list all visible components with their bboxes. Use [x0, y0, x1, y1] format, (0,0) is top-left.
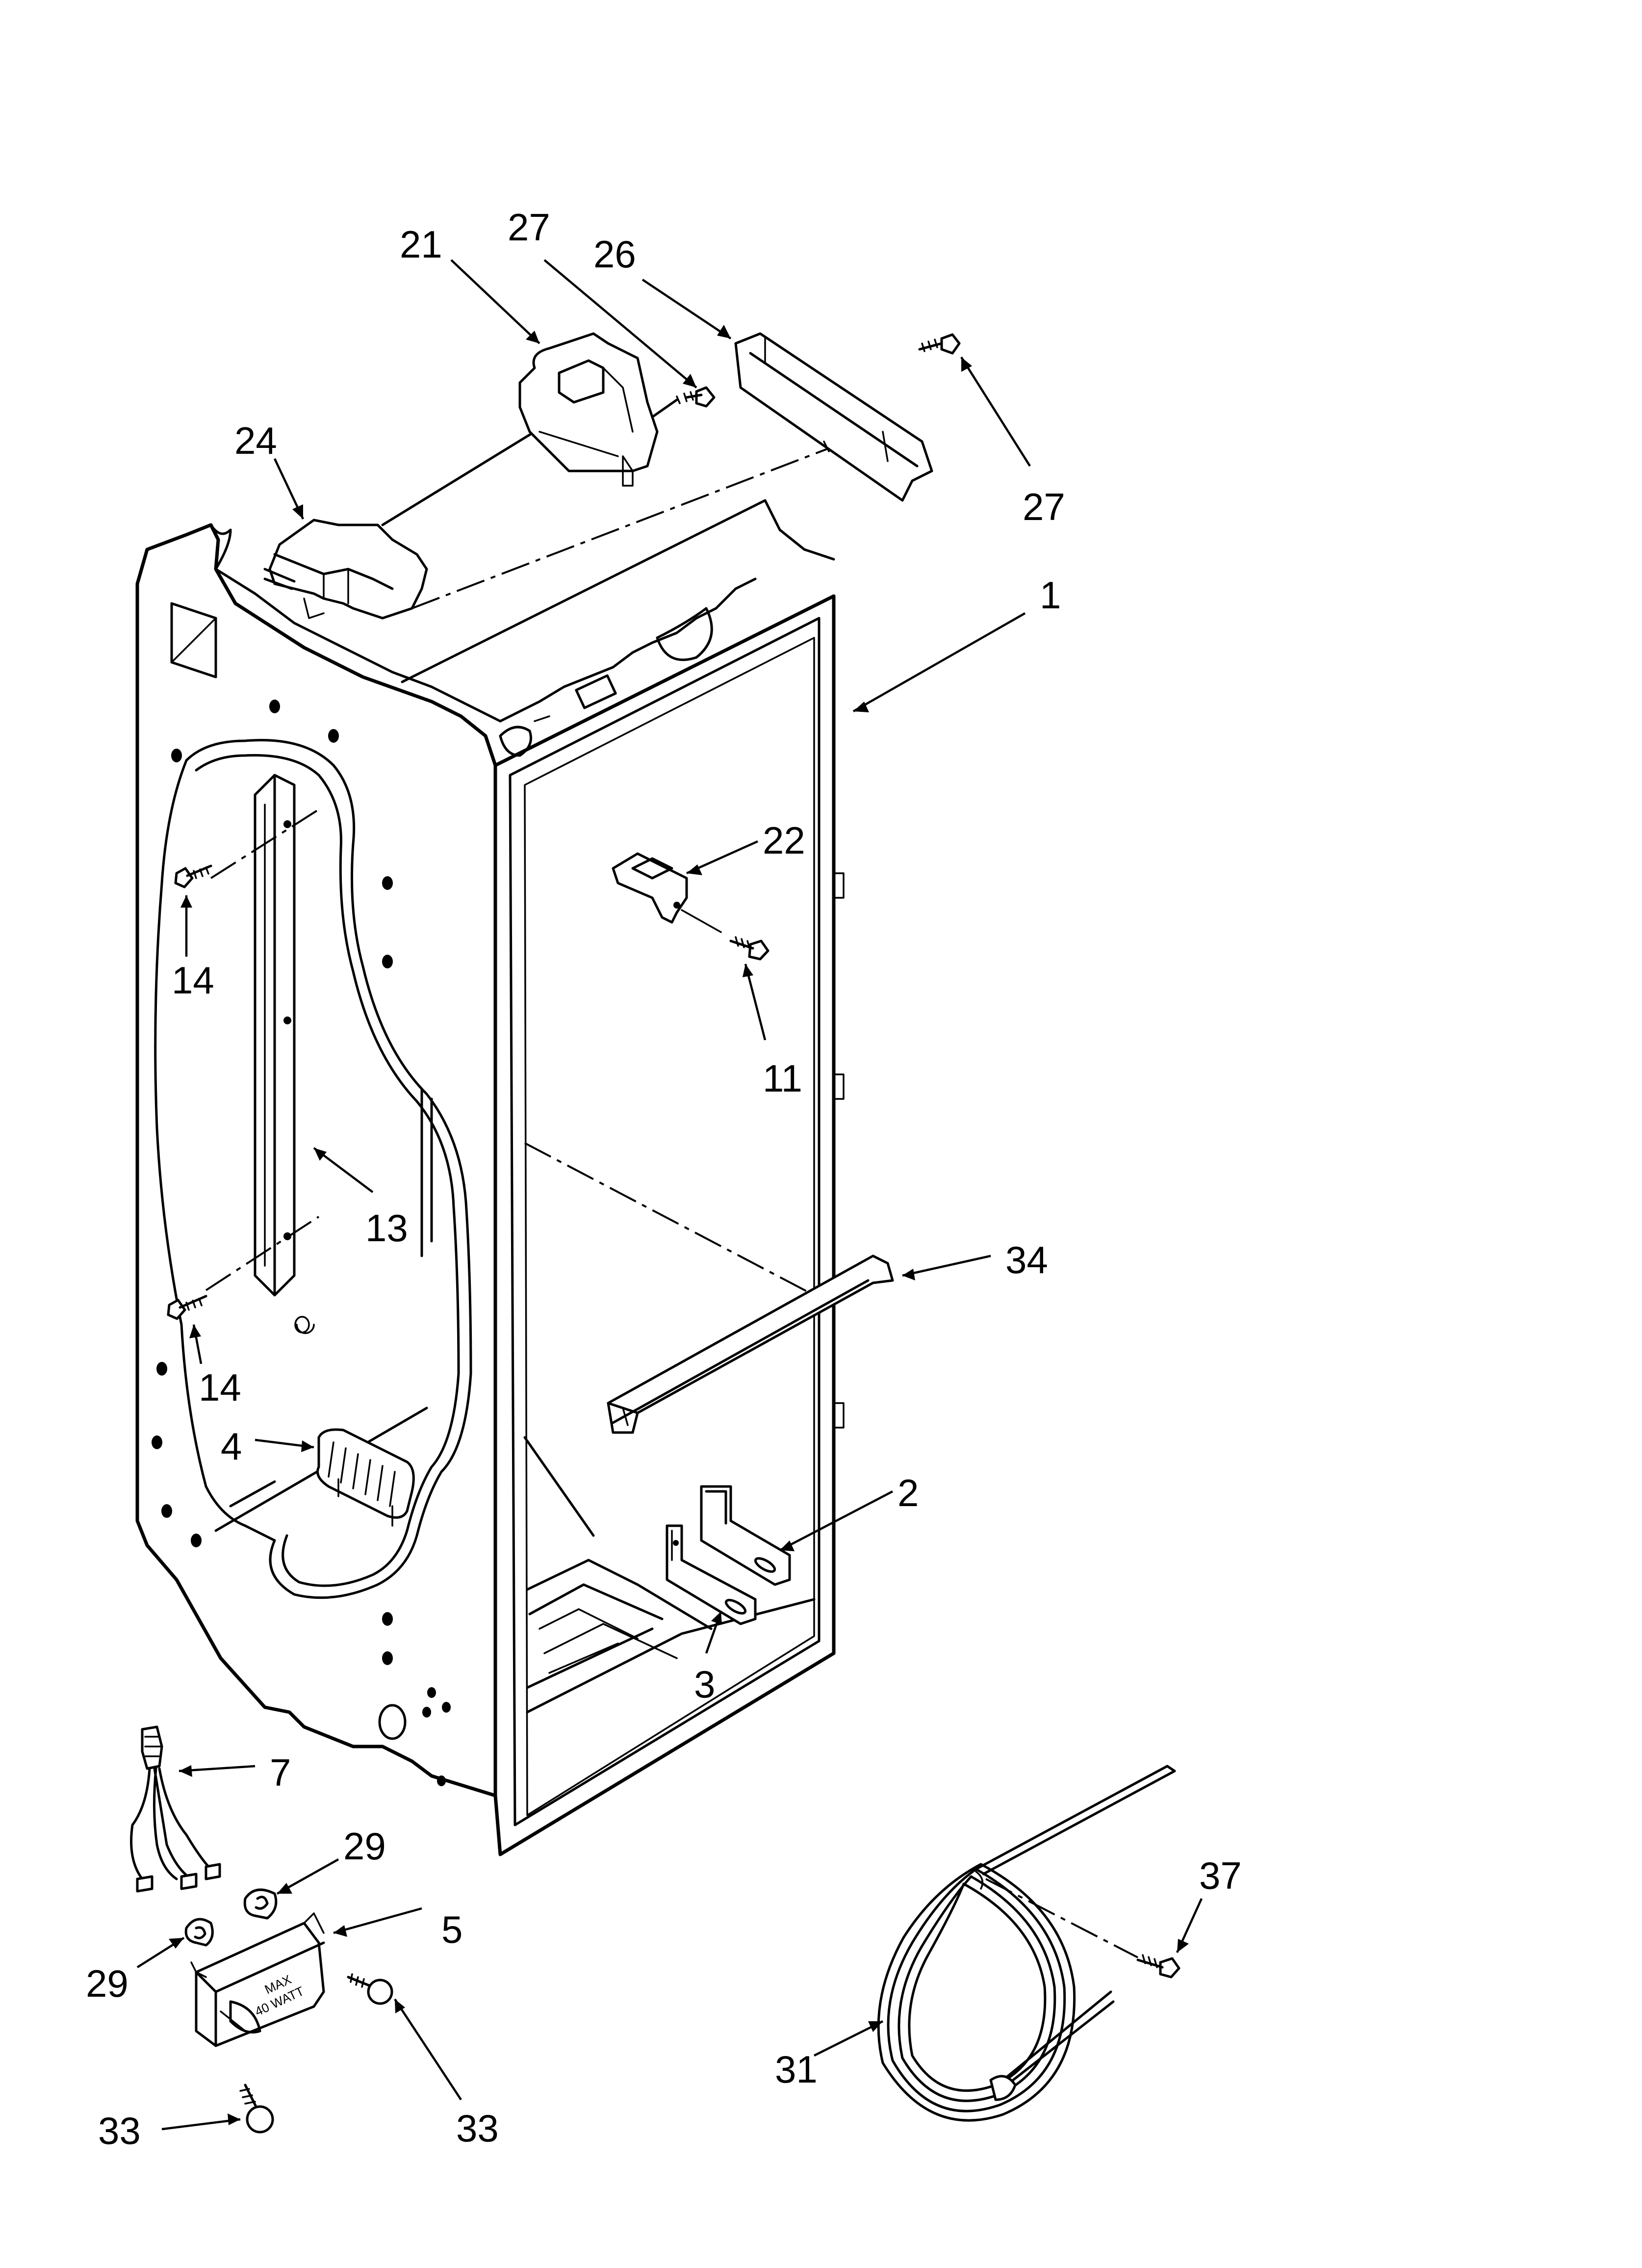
wire-harness-7 — [130, 1725, 221, 1893]
callout-14: 14 — [172, 959, 214, 1002]
callout-1: 1 — [1040, 574, 1061, 617]
light-housing-5: MAX 40 WATT — [190, 1912, 325, 2047]
callout-24: 24 — [234, 419, 277, 462]
bumper-33-left — [239, 2084, 274, 2134]
callout-33: 33 — [456, 2107, 499, 2150]
callout-31: 31 — [775, 2048, 818, 2091]
callout-21: 21 — [400, 223, 442, 266]
screw-11 — [729, 936, 770, 961]
housing-24 — [263, 430, 834, 620]
callout-33: 33 — [98, 2109, 141, 2152]
leader-lines — [136, 259, 1203, 2131]
callout-5: 5 — [441, 1908, 462, 1951]
screw-14-lower — [167, 1295, 207, 1320]
callout-22: 22 — [763, 819, 805, 862]
callout-27: 27 — [508, 206, 550, 249]
callout-37: 37 — [1199, 1854, 1242, 1897]
clip-29-upper — [243, 1888, 278, 1920]
bracket-26 — [734, 332, 933, 502]
bracket-3 — [666, 1524, 757, 1625]
callout-3: 3 — [694, 1663, 715, 1706]
callout-29: 29 — [343, 1825, 386, 1868]
callout-11: 11 — [763, 1057, 802, 1100]
cross-brace-34 — [607, 1254, 894, 1434]
cabinet-liner — [135, 499, 845, 1856]
clip-29-lower — [184, 1918, 214, 1947]
callout-7: 7 — [270, 1751, 291, 1794]
callout-2: 2 — [898, 1471, 919, 1514]
callout-14: 14 — [199, 1366, 241, 1409]
callout-26: 26 — [593, 233, 636, 276]
shelf-rail-13 — [205, 774, 320, 1297]
screw-37 — [1136, 1954, 1180, 1979]
screw-14-upper — [174, 864, 212, 888]
tubing-31 — [877, 1765, 1176, 2122]
bracket-22 — [612, 852, 722, 933]
callout-4: 4 — [221, 1425, 242, 1468]
callout-27: 27 — [1023, 485, 1065, 528]
control-housing-21 — [518, 332, 659, 487]
grille-4 — [316, 1428, 415, 1527]
bracket-2 — [700, 1485, 791, 1586]
screw-27-left — [651, 386, 716, 418]
callout-13: 13 — [365, 1206, 408, 1250]
callout-29: 29 — [86, 1962, 128, 2005]
callout-numbers: 21 27 26 27 24 1 22 14 11 13 34 14 4 2 3… — [86, 206, 1242, 2152]
bumper-33-right — [347, 1973, 393, 2005]
screw-27-right — [918, 333, 961, 355]
callout-34: 34 — [1005, 1238, 1048, 1281]
